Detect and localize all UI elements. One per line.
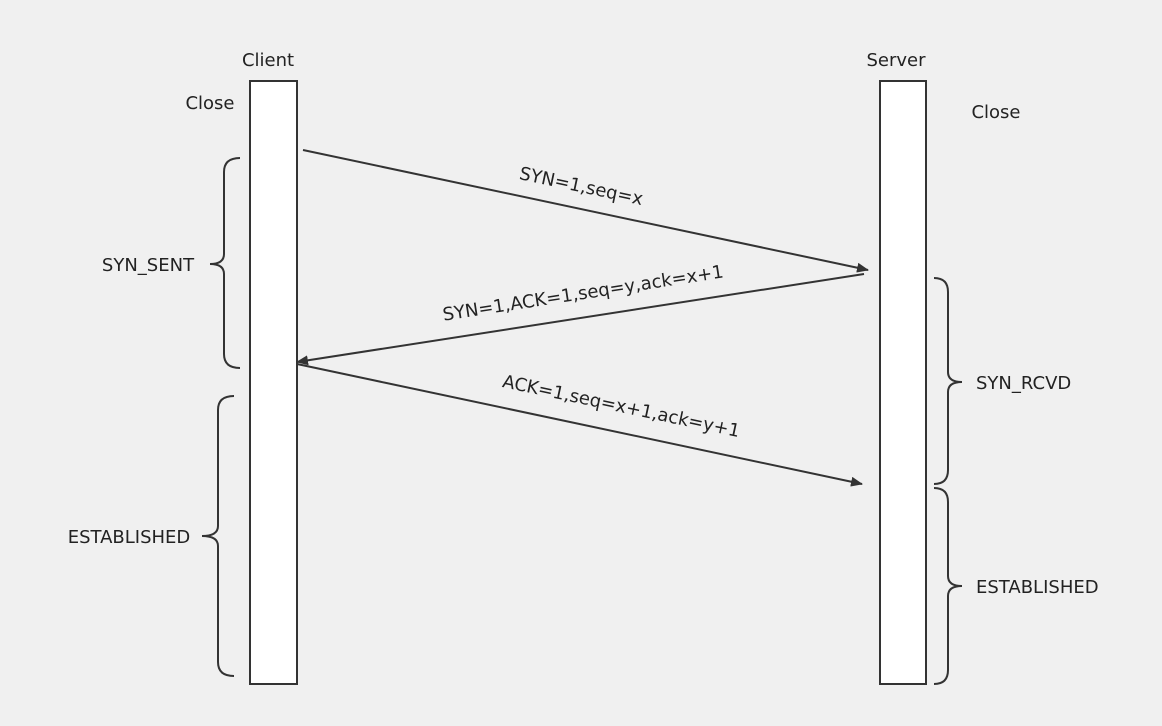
client-initial-state: Close [185, 93, 234, 114]
server-state-established: ESTABLISHED [976, 577, 1099, 598]
syn-sent-brace [209, 157, 241, 369]
client-label: Client [242, 50, 294, 71]
client-lifeline [249, 80, 298, 685]
server-state-syn-rcvd: SYN_RCVD [976, 373, 1071, 394]
server-label: Server [866, 50, 926, 71]
syn-message-label: SYN=1,seq=x [517, 163, 645, 210]
client-established-brace [201, 395, 235, 677]
ack-arrow [296, 363, 863, 487]
server-established-brace [933, 487, 963, 685]
syn-rcvd-brace [933, 277, 963, 485]
server-initial-state: Close [971, 102, 1020, 123]
client-state-established: ESTABLISHED [68, 527, 191, 548]
ack-message-label: ACK=1,seq=x+1,ack=y+1 [501, 371, 742, 442]
syn-arrow [302, 149, 869, 273]
server-lifeline [879, 80, 927, 685]
syn-ack-message-label: SYN=1,ACK=1,seq=y,ack=x+1 [441, 261, 725, 325]
syn-ack-arrow [296, 273, 865, 366]
client-state-syn-sent: SYN_SENT [102, 255, 195, 276]
